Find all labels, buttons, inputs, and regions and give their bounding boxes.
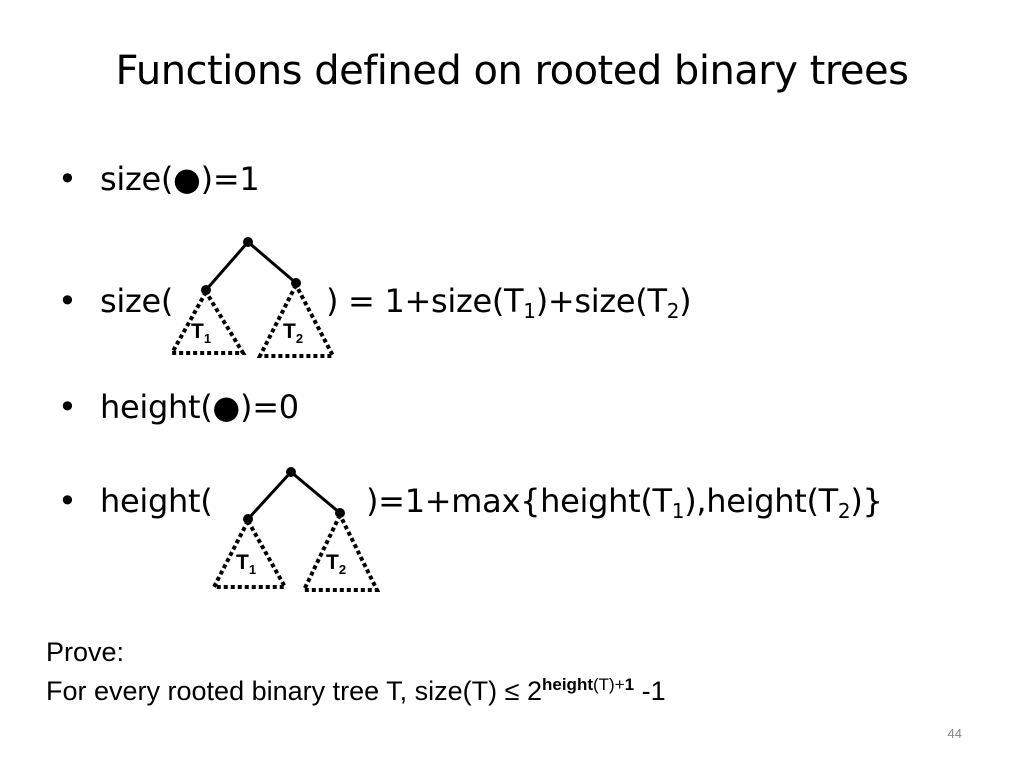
- edge-root-right: [247, 240, 297, 285]
- bullet-dot: •: [58, 160, 77, 198]
- rhs-text: )=1+max{height(T: [366, 482, 672, 520]
- left-child-node: [243, 514, 253, 524]
- rhs-sub-2: 2: [666, 299, 680, 323]
- edge-root-left: [204, 241, 250, 291]
- bullet-text: height(●)=0: [100, 388, 299, 426]
- bullet-text: size(●)=1: [100, 160, 260, 198]
- rhs-sub-1: 1: [523, 299, 536, 323]
- bullet-text-before: size(: [100, 282, 174, 320]
- bullet-height-leaf: • height(●)=0: [58, 388, 299, 426]
- prove-heading: Prove:: [46, 637, 125, 667]
- bullet-height-tree: • height(: [58, 482, 213, 520]
- bullet-dot: •: [58, 282, 77, 320]
- rhs-mid: ),height(T: [684, 482, 838, 520]
- subtree-label-t1: T1: [191, 320, 212, 346]
- edge-root-left: [246, 470, 293, 521]
- exponent: height(T)+1: [542, 675, 635, 694]
- bullet-dot: •: [58, 482, 77, 520]
- prove-statement: For every rooted binary tree T, size(T) …: [46, 676, 666, 707]
- subtree-t1-triangle: [210, 516, 289, 589]
- subtree-t1-triangle: [168, 288, 247, 355]
- subtree-label-t1: T1: [236, 551, 257, 577]
- right-child-node: [291, 278, 301, 288]
- statement-tail: -1: [634, 676, 666, 706]
- statement-text: For every rooted binary tree T, size(T) …: [46, 676, 542, 706]
- bullet-dot: •: [58, 388, 77, 426]
- page-title: Functions defined on rooted binary trees: [115, 48, 909, 94]
- bullet-size-tree: • size(: [58, 282, 173, 320]
- rhs-close: ): [679, 282, 692, 320]
- bullet-size-tree-rhs: ) = 1+size(T1)+size(T2): [326, 282, 692, 323]
- rhs-sub-1: 1: [671, 499, 685, 523]
- rhs-mid: )+size(T: [535, 282, 667, 320]
- subtree-t2-triangle: [300, 510, 381, 592]
- edge-root-right: [290, 470, 341, 515]
- rhs-close: )}: [850, 482, 883, 520]
- root-node: [286, 467, 296, 477]
- subtree-label-t2: T2: [326, 551, 347, 577]
- left-child-node: [201, 285, 211, 295]
- rhs-text: ) = 1+size(T: [326, 282, 524, 320]
- bullet-size-leaf: • size(●)=1: [58, 160, 260, 198]
- right-child-node: [335, 508, 345, 518]
- bullet-text-before: height(: [100, 482, 213, 520]
- rhs-sub-2: 2: [837, 499, 851, 523]
- subtree-label-t2: T2: [283, 320, 304, 346]
- subtree-t2-triangle: [256, 280, 337, 358]
- page-number: 44: [947, 726, 962, 741]
- bullet-height-tree-rhs: )=1+max{height(T1),height(T2)}: [366, 482, 883, 523]
- root-node: [243, 237, 253, 247]
